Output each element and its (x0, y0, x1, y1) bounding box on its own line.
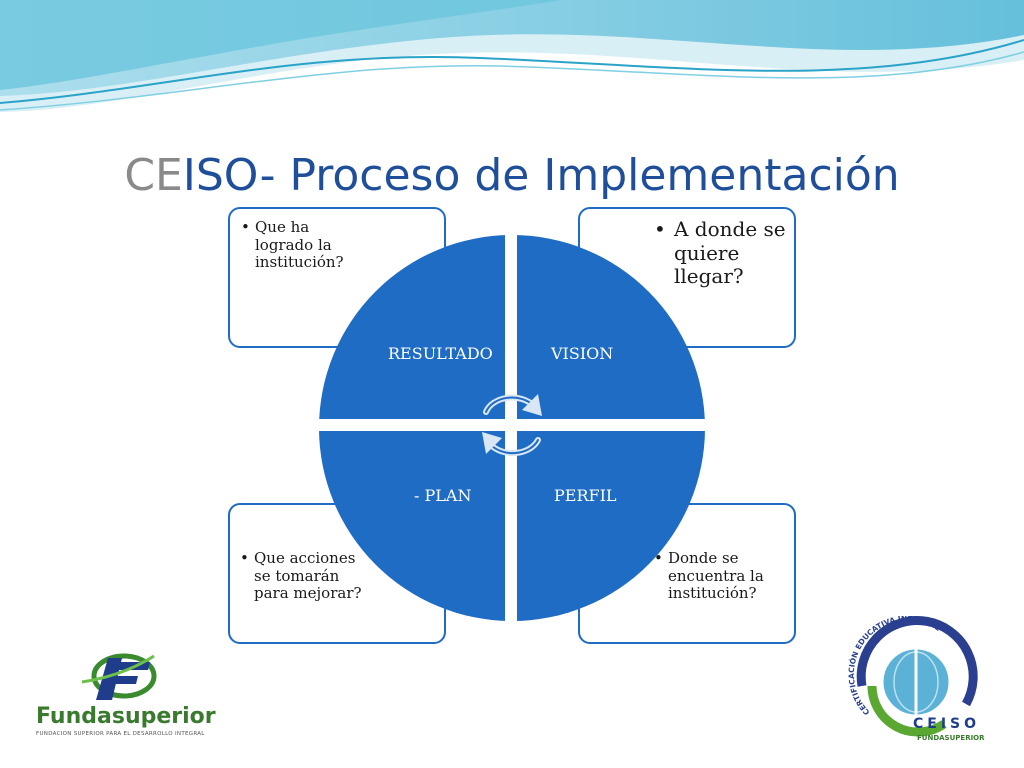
text-line: Donde se (668, 549, 739, 567)
text-line: llegar? (674, 264, 744, 289)
text-line: quiere (674, 240, 740, 265)
text-line: institución? (255, 253, 344, 272)
bullet: • (241, 218, 250, 236)
fundasuperior-logo-text: Fundasuperior (36, 704, 216, 729)
text-line: Que acciones (254, 549, 356, 567)
fundasuperior-logo-icon (81, 653, 157, 700)
text-line: encuentra la (668, 566, 764, 585)
ceiso-logo-icon: CERTIFICACIÓN EDUCATIVA INTEGRAL (848, 616, 978, 737)
box-bottom-right-text: • Donde se encuentra la institución? (654, 549, 764, 603)
text-line: logrado la (255, 235, 332, 254)
cycle-arrows-icon (482, 394, 542, 457)
box-top-left-text: • Que ha logrado la institución? (241, 218, 344, 272)
text-line: A donde se (674, 217, 786, 241)
quadrant-label-plan: - PLAN (414, 486, 472, 505)
text-line: se tomarán (254, 566, 340, 585)
bullet: • (654, 217, 666, 241)
box-top-right-text: • A donde se quiere llegar? (654, 217, 786, 289)
text-line: para mejorar? (254, 584, 362, 603)
ceiso-logo-text: CEISO (913, 716, 981, 732)
quadrant-label-resultado: RESULTADO (388, 344, 493, 363)
box-bottom-left-text: • Que acciones se tomarán para mejorar? (240, 549, 362, 603)
header-wave-decoration (0, 0, 1024, 112)
quadrant-label-perfil: PERFIL (554, 486, 617, 505)
cycle-circle-diagram (316, 232, 708, 624)
slide-title: CEISO- Proceso de Implementación (0, 150, 1024, 201)
text-line: Que ha (255, 218, 310, 236)
horizontal-divider (316, 419, 708, 431)
ceiso-logo-subtext: FUNDASUPERIOR (917, 734, 985, 742)
quadrant-label-vision: VISION (551, 344, 614, 363)
title-main: ISO- Proceso de Implementación (182, 150, 900, 201)
bullet: • (240, 549, 249, 567)
fundasuperior-logo-tagline: FUNDACION SUPERIOR PARA EL DESARROLLO IN… (36, 731, 205, 737)
title-prefix: CE (124, 150, 183, 201)
text-line: institución? (668, 584, 757, 603)
bullet: • (654, 549, 663, 567)
